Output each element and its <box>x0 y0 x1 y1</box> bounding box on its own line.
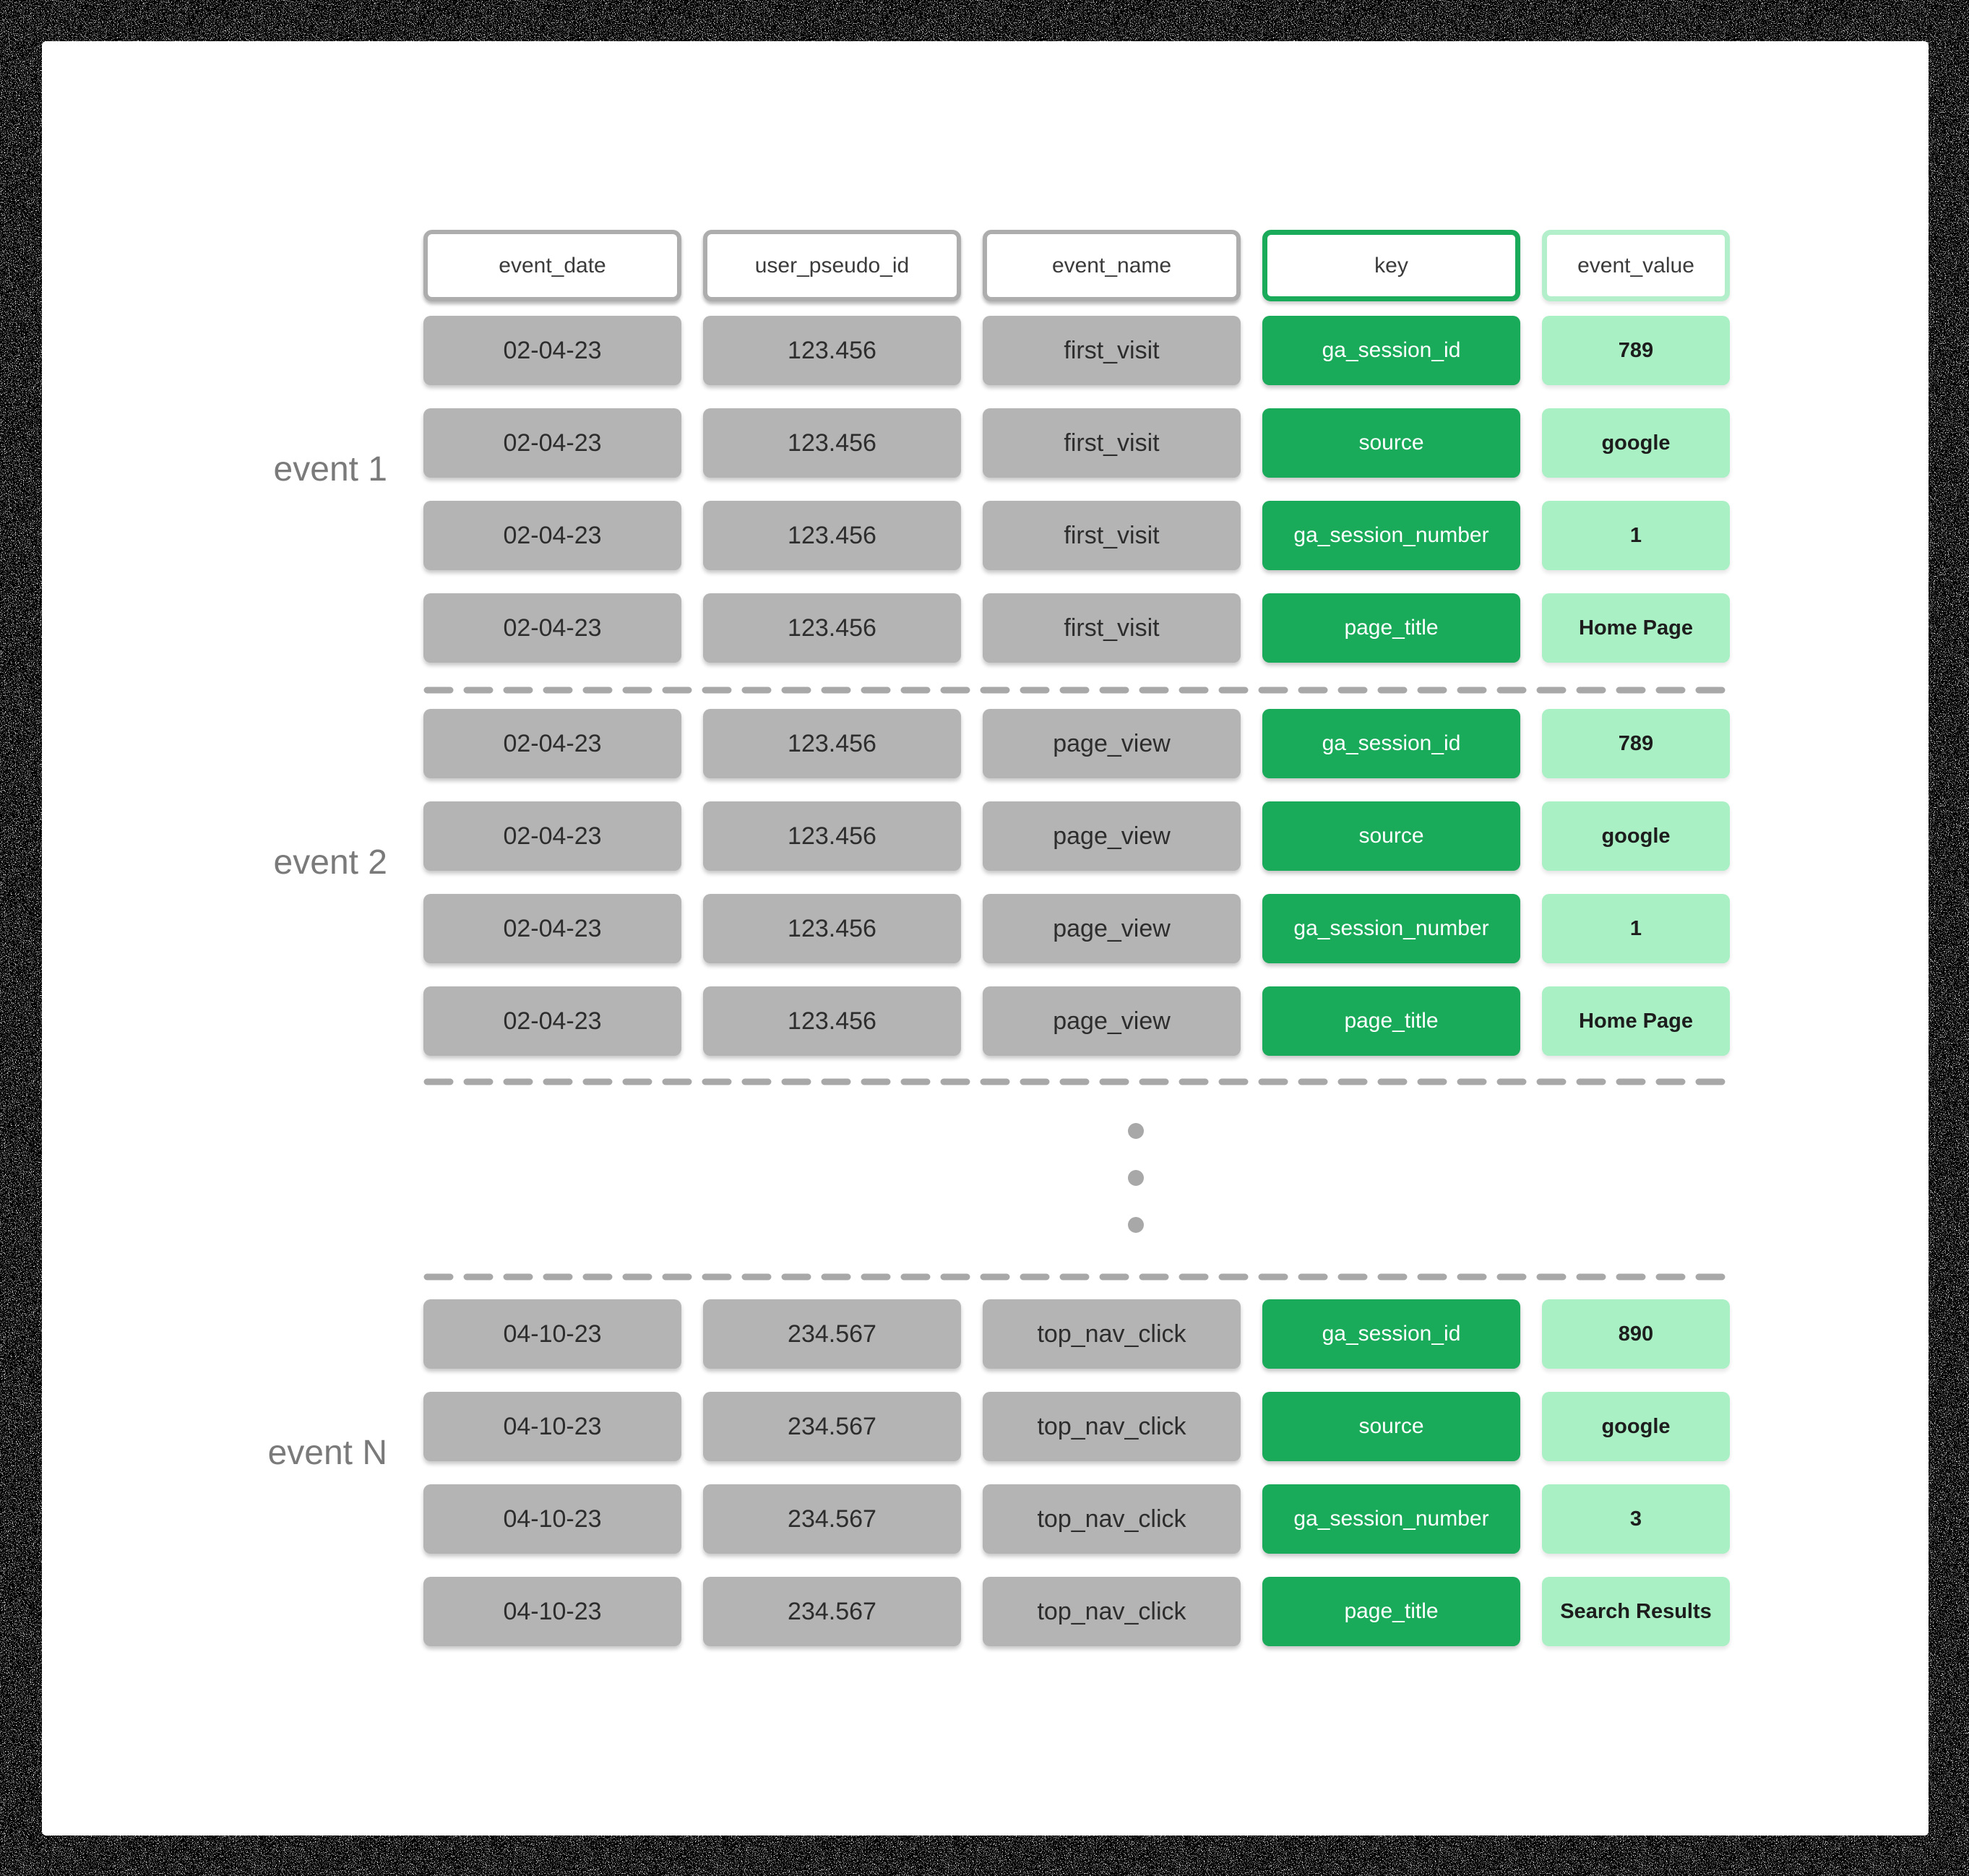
cell-event-name: first_visit <box>983 501 1241 570</box>
cell-key: ga_session_number <box>1262 894 1520 963</box>
cell-event-date: 02-04-23 <box>423 316 681 385</box>
dashed-separator <box>423 687 1730 694</box>
cell-event-date: 04-10-23 <box>423 1392 681 1461</box>
cell-key: ga_session_number <box>1262 501 1520 570</box>
cell-event-value: google <box>1542 1392 1730 1461</box>
cell-key: page_title <box>1262 986 1520 1056</box>
event-group-1-label: event 1 <box>273 449 387 489</box>
event-group-1: event 1 02-04-23 123.456 first_visit ga_… <box>42 316 1730 663</box>
cell-user-pseudo-id: 234.567 <box>703 1484 961 1554</box>
cell-user-pseudo-id: 234.567 <box>703 1577 961 1646</box>
cell-event-value: 789 <box>1542 709 1730 778</box>
cell-key: source <box>1262 408 1520 478</box>
event-group-n-label: event N <box>267 1433 387 1472</box>
cell-event-name: first_visit <box>983 408 1241 478</box>
cell-user-pseudo-id: 123.456 <box>703 986 961 1056</box>
cell-event-value: Search Results <box>1542 1577 1730 1646</box>
cell-key: source <box>1262 801 1520 871</box>
cell-event-value: Home Page <box>1542 593 1730 663</box>
cell-event-value: 1 <box>1542 501 1730 570</box>
header-spacer <box>42 230 402 301</box>
cell-event-date: 02-04-23 <box>423 894 681 963</box>
diagram-card: event_date user_pseudo_id event_name key… <box>42 41 1929 1836</box>
cell-event-date: 04-10-23 <box>423 1299 681 1369</box>
ellipsis-dots-icon <box>1128 1123 1144 1264</box>
cell-event-name: page_view <box>983 709 1241 778</box>
event-group-2-label: event 2 <box>273 843 387 882</box>
cell-key: ga_session_id <box>1262 1299 1520 1369</box>
table-header-row: event_date user_pseudo_id event_name key… <box>42 230 1730 301</box>
cell-event-value: 1 <box>1542 894 1730 963</box>
column-header-key: key <box>1262 230 1520 301</box>
cell-event-date: 02-04-23 <box>423 501 681 570</box>
cell-user-pseudo-id: 123.456 <box>703 894 961 963</box>
cell-event-name: page_view <box>983 986 1241 1056</box>
cell-event-date: 02-04-23 <box>423 801 681 871</box>
cell-key: page_title <box>1262 593 1520 663</box>
cell-event-date: 04-10-23 <box>423 1577 681 1646</box>
event-group-n: event N 04-10-23 234.567 top_nav_click g… <box>42 1299 1730 1646</box>
cell-event-date: 02-04-23 <box>423 408 681 478</box>
column-header-event-name: event_name <box>983 230 1241 301</box>
cell-event-name: top_nav_click <box>983 1484 1241 1554</box>
cell-user-pseudo-id: 123.456 <box>703 801 961 871</box>
cell-event-name: top_nav_click <box>983 1299 1241 1369</box>
cell-event-value: 789 <box>1542 316 1730 385</box>
cell-user-pseudo-id: 234.567 <box>703 1299 961 1369</box>
cell-event-value: 3 <box>1542 1484 1730 1554</box>
cell-event-value: Home Page <box>1542 986 1730 1056</box>
cell-user-pseudo-id: 234.567 <box>703 1392 961 1461</box>
dot <box>1128 1123 1144 1139</box>
cell-event-date: 04-10-23 <box>423 1484 681 1554</box>
event-group-2: event 2 02-04-23 123.456 page_view ga_se… <box>42 709 1730 1056</box>
cell-key: ga_session_id <box>1262 316 1520 385</box>
dot <box>1128 1217 1144 1233</box>
cell-event-name: first_visit <box>983 593 1241 663</box>
cell-event-name: top_nav_click <box>983 1392 1241 1461</box>
cell-user-pseudo-id: 123.456 <box>703 501 961 570</box>
cell-event-date: 02-04-23 <box>423 986 681 1056</box>
cell-key: page_title <box>1262 1577 1520 1646</box>
column-header-event-date: event_date <box>423 230 681 301</box>
cell-event-name: page_view <box>983 894 1241 963</box>
column-header-user-pseudo-id: user_pseudo_id <box>703 230 961 301</box>
cell-event-name: first_visit <box>983 316 1241 385</box>
cell-event-name: page_view <box>983 801 1241 871</box>
column-header-event-value: event_value <box>1542 230 1730 301</box>
cell-user-pseudo-id: 123.456 <box>703 408 961 478</box>
cell-event-date: 02-04-23 <box>423 709 681 778</box>
dashed-separator <box>423 1078 1730 1085</box>
cell-key: ga_session_number <box>1262 1484 1520 1554</box>
cell-user-pseudo-id: 123.456 <box>703 709 961 778</box>
cell-event-value: google <box>1542 801 1730 871</box>
cell-user-pseudo-id: 123.456 <box>703 316 961 385</box>
cell-event-date: 02-04-23 <box>423 593 681 663</box>
cell-event-name: top_nav_click <box>983 1577 1241 1646</box>
dot <box>1128 1170 1144 1186</box>
cell-event-value: 890 <box>1542 1299 1730 1369</box>
cell-user-pseudo-id: 123.456 <box>703 593 961 663</box>
cell-event-value: google <box>1542 408 1730 478</box>
cell-key: source <box>1262 1392 1520 1461</box>
cell-key: ga_session_id <box>1262 709 1520 778</box>
dashed-separator <box>423 1273 1730 1281</box>
